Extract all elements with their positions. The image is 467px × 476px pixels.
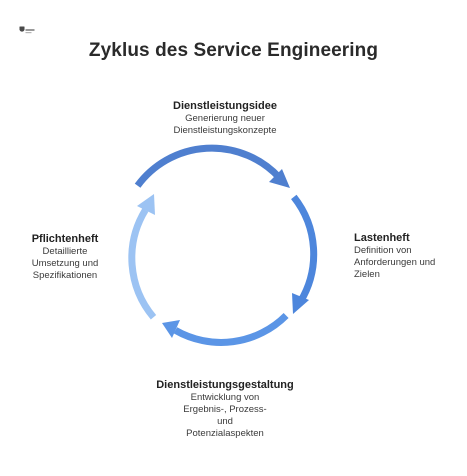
cycle-arrowhead-left bbox=[137, 194, 155, 215]
stage-lastenheft: Lastenheft Definition von Anforderungen … bbox=[354, 231, 454, 281]
cycle-arrowhead-top bbox=[269, 169, 290, 188]
stage-title: Lastenheft bbox=[354, 232, 410, 244]
cycle-arrow-top bbox=[134, 144, 282, 188]
stage-description: Entwicklung von Ergebnis-, Prozess- und … bbox=[183, 392, 267, 439]
cycle-arrow-left bbox=[128, 208, 157, 320]
stage-title: Pflichtenheft bbox=[31, 233, 99, 245]
stage-dienstleistungsidee: Dienstleistungsidee Generierung neuer Di… bbox=[120, 99, 330, 137]
diagram-title: Zyklus des Service Engineering bbox=[88, 40, 379, 61]
cycle-arrowhead-right bbox=[292, 293, 309, 314]
cycle-arrow-bottom bbox=[173, 313, 289, 346]
stage-title: Dienstleistungsgestaltung bbox=[156, 379, 294, 391]
stage-description: Generierung neuer Dienstleistungskonzept… bbox=[173, 113, 277, 136]
cycle-arrowhead-bottom bbox=[162, 320, 180, 338]
stage-pflichtenheft: Pflichtenheft Detaillierte Umsetzung und… bbox=[10, 232, 120, 282]
stage-description: Definition von Anforderungen und Zielen bbox=[354, 245, 436, 280]
stage-dienstleistungsgestaltung: Dienstleistungsgestaltung Entwicklung vo… bbox=[125, 378, 325, 440]
logo-icon bbox=[19, 26, 35, 34]
stage-description: Detaillierte Umsetzung und Spezifikation… bbox=[31, 246, 99, 281]
cycle-arrow-right bbox=[291, 194, 318, 304]
stage-title: Dienstleistungsidee bbox=[173, 100, 277, 112]
